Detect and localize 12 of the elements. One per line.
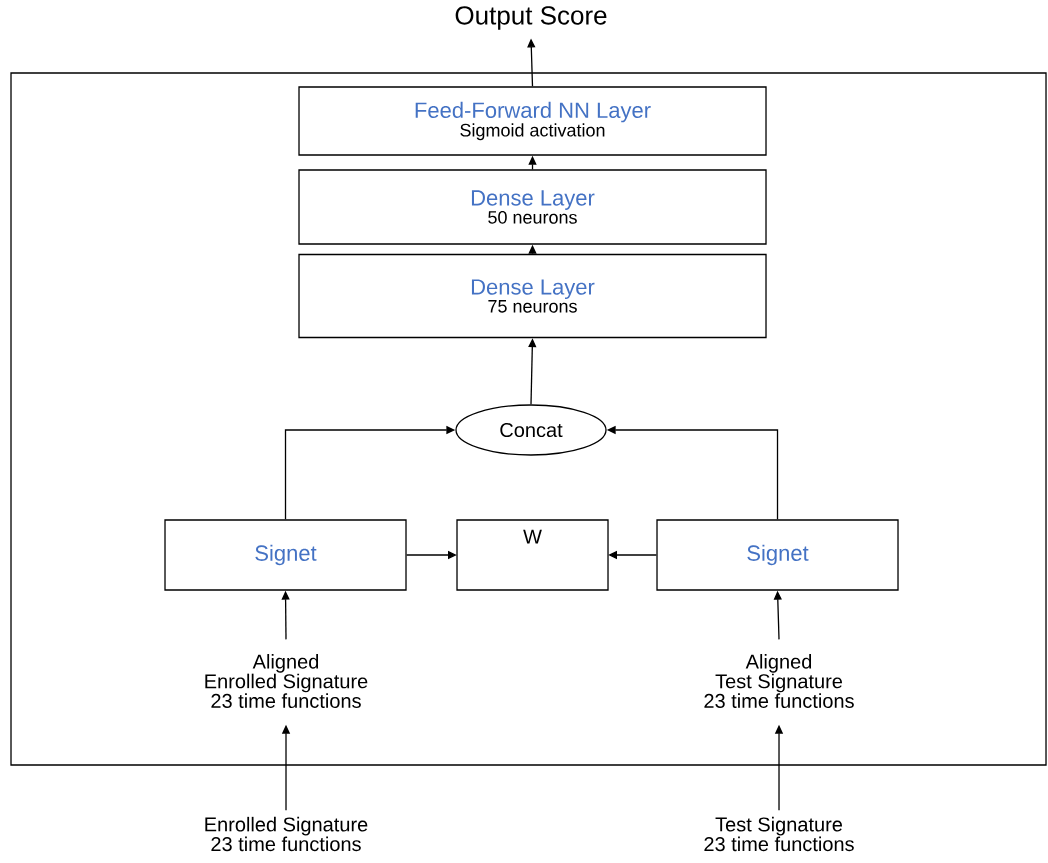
layer-box: Dense Layer 75 neurons bbox=[298, 253, 767, 339]
input-label: Test Signature 23 time functions bbox=[704, 816, 854, 852]
signet-box: Signet bbox=[656, 519, 899, 591]
output-label: Output Score bbox=[455, 6, 607, 30]
layer-box: Dense Layer 50 neurons bbox=[298, 169, 767, 245]
input-label: Aligned Test Signature 23 time functions bbox=[704, 654, 854, 708]
input-label: Enrolled Signature 23 time functions bbox=[205, 816, 368, 852]
weight-box: W bbox=[456, 519, 609, 591]
frame-box bbox=[10, 72, 1047, 766]
layer-box: Feed-Forward NN Layer Sigmoid activation bbox=[298, 86, 767, 156]
signet-box: Signet bbox=[164, 519, 407, 591]
input-label: Aligned Enrolled Signature 23 time functions bbox=[205, 654, 368, 708]
